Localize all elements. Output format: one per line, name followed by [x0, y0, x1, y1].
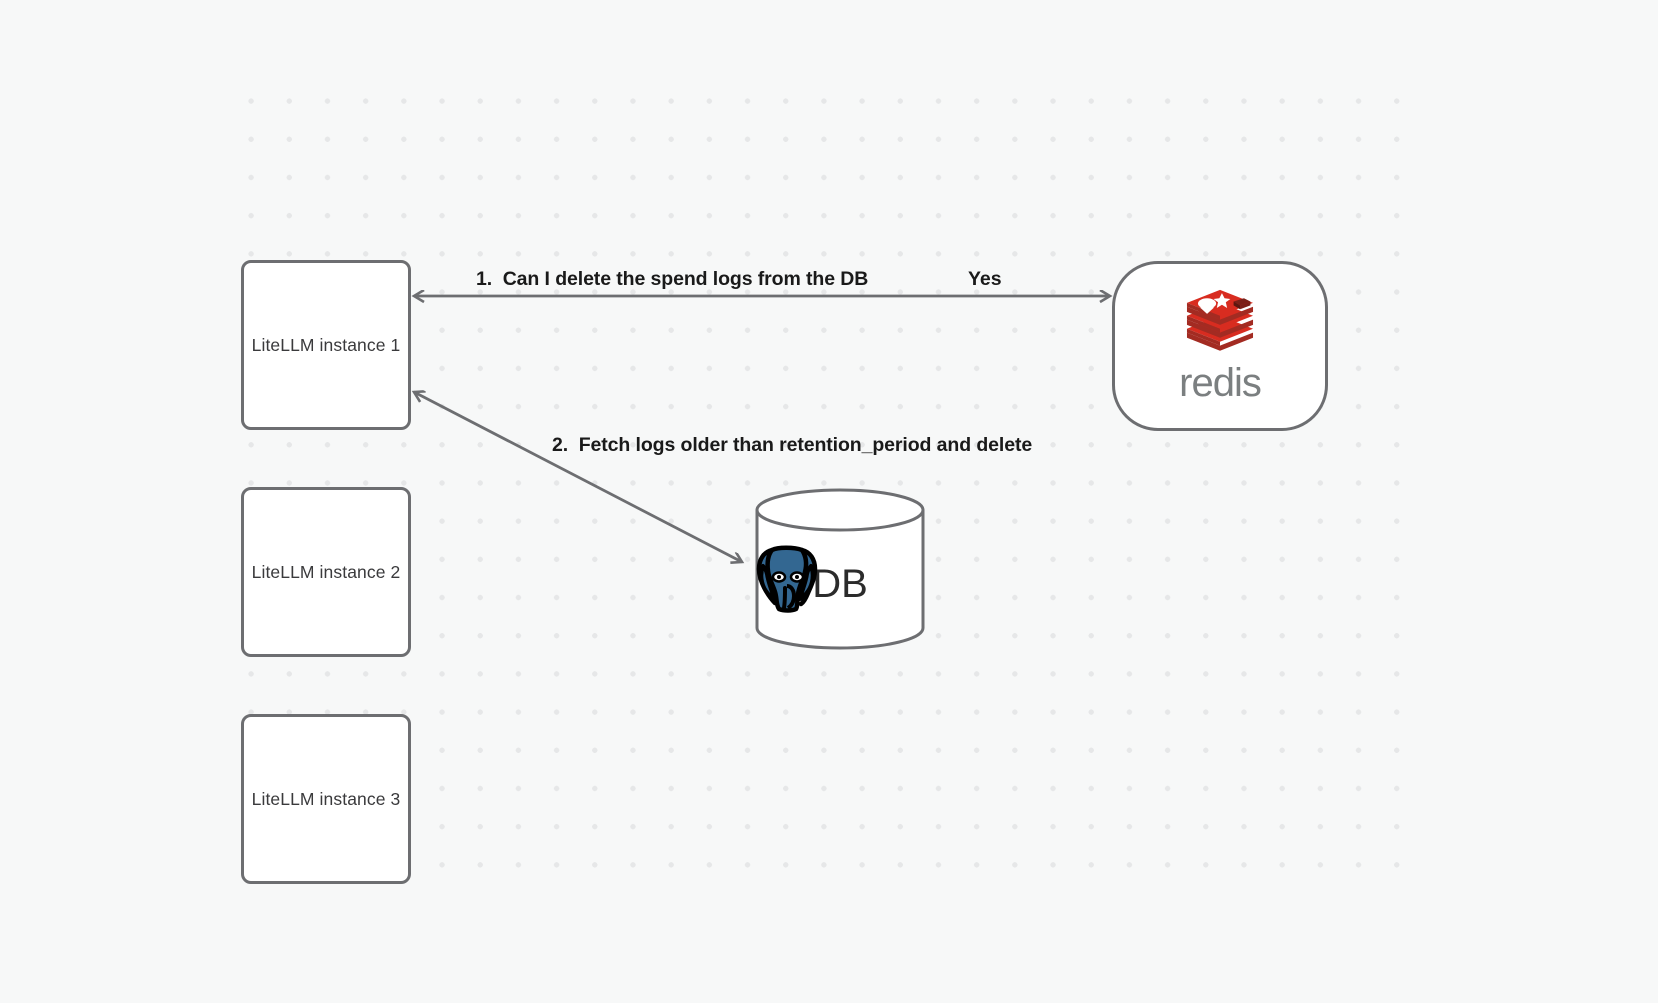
node-litellm-instance-3-label: LiteLLM instance 3	[251, 788, 401, 809]
edge-label-reply-yes: Yes	[968, 268, 1002, 290]
redis-logo: redis	[1161, 286, 1279, 406]
node-litellm-instance-2[interactable]: LiteLLM instance 2	[241, 487, 411, 657]
edge-db-litellm1	[414, 392, 742, 562]
node-redis[interactable]: redis	[1112, 261, 1328, 431]
edge-label-fetch-delete: 2. Fetch logs older than retention_perio…	[552, 434, 1033, 456]
db-logo-row: DB	[754, 544, 926, 624]
db-cylinder-shape	[755, 488, 925, 650]
redis-wordmark: redis	[1179, 361, 1262, 405]
node-litellm-instance-1[interactable]: LiteLLM instance 1	[241, 260, 411, 430]
redis-logo-icon	[1186, 289, 1254, 351]
postgresql-elephant-icon	[756, 545, 818, 613]
edge-label-request: 1. Can I delete the spend logs from the …	[476, 268, 869, 290]
node-db[interactable]: DB	[754, 488, 926, 650]
node-litellm-instance-2-label: LiteLLM instance 2	[251, 561, 401, 582]
node-litellm-instance-1-label: LiteLLM instance 1	[251, 334, 401, 355]
db-label: DB	[812, 562, 868, 606]
node-litellm-instance-3[interactable]: LiteLLM instance 3	[241, 714, 411, 884]
